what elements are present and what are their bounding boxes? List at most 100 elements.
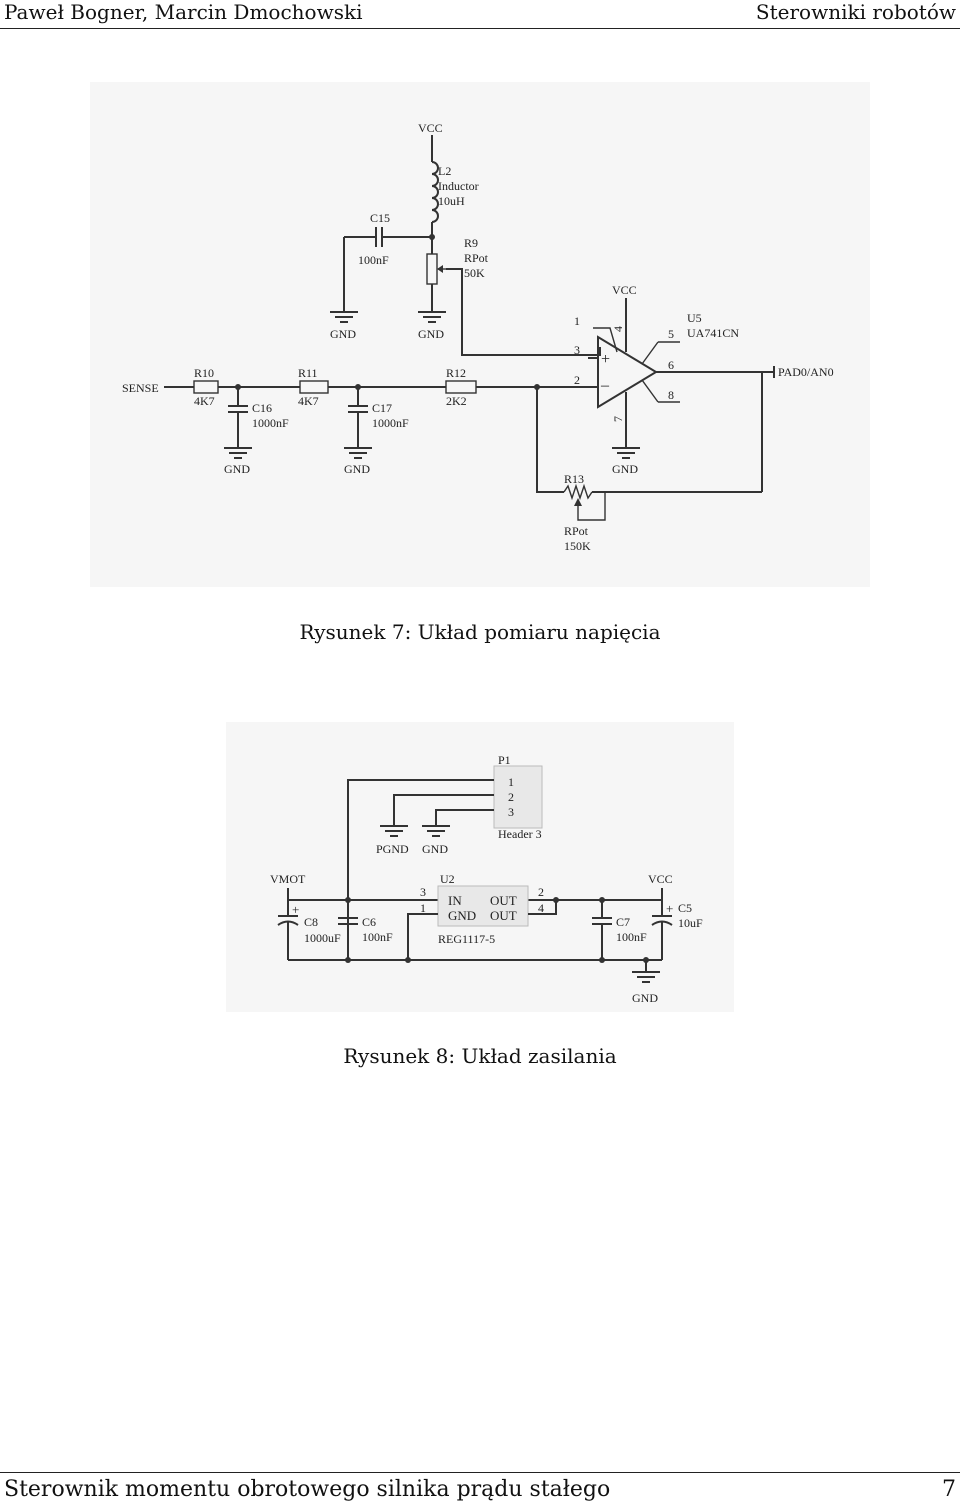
u2-gnd: GND — [448, 908, 476, 923]
u2-pin2: 2 — [538, 885, 544, 899]
pin2-label: 2 — [574, 373, 580, 387]
footer-title: Sterownik momentu obrotowego silnika prą… — [4, 1477, 611, 1502]
wire — [393, 794, 494, 826]
page-footer: Sterownik momentu obrotowego silnika prą… — [0, 1472, 960, 1511]
gnd-c15-label: GND — [330, 327, 356, 341]
gnd-r9-label: GND — [418, 327, 444, 341]
gnd-c17-label: GND — [344, 462, 370, 476]
c15-value: 100nF — [358, 253, 389, 267]
pin5-wire — [641, 341, 659, 365]
p1-label: P1 — [498, 753, 511, 767]
gnd-bottom-label: GND — [632, 991, 658, 1005]
c6-value: 100nF — [362, 930, 393, 944]
c16-label: C16 — [252, 401, 272, 415]
u2-out1: OUT — [490, 893, 517, 908]
u5-label: U5 — [687, 311, 702, 325]
r13-wiper-arrow — [574, 498, 582, 506]
r13-rpot-symbol — [563, 483, 593, 501]
header-authors: Paweł Bogner, Marcin Dmochowski — [4, 0, 363, 24]
u2-label: U2 — [440, 872, 455, 886]
p1-pin1: 1 — [508, 775, 514, 789]
p1-header-symbol — [493, 765, 543, 829]
pad-label: PAD0/AN0 — [778, 365, 834, 379]
gnd-p1-label: GND — [422, 842, 448, 856]
vcc-label: VCC — [648, 872, 673, 886]
figure-8-schematic: P1 1 2 3 Header 3 PGND GND VMOT + C8 100… — [226, 722, 734, 1012]
opamp-u5-symbol — [597, 335, 658, 409]
r11-symbol — [299, 380, 329, 394]
junction — [553, 897, 559, 903]
pin5-label: 5 — [668, 327, 674, 341]
c6-label: C6 — [362, 915, 376, 929]
c7-label: C7 — [616, 915, 630, 929]
page-number: 7 — [942, 1477, 956, 1502]
r10-value: 4K7 — [194, 394, 215, 408]
u2-part: REG1117-5 — [438, 932, 495, 946]
u2-pin1: 1 — [420, 901, 426, 915]
vcc-top-label: VCC — [418, 121, 443, 135]
figure-8-svg: P1 1 2 3 Header 3 PGND GND VMOT + C8 100… — [270, 753, 703, 1005]
header-label: Header 3 — [498, 827, 542, 841]
pin1-label: 1 — [574, 314, 580, 328]
pgnd-label: PGND — [376, 842, 409, 856]
pin8-label: 8 — [668, 388, 674, 402]
c16-value: 1000nF — [252, 416, 289, 430]
pin3-label: 3 — [574, 343, 580, 357]
gnd-u5-label: GND — [612, 462, 638, 476]
l2-type: Inductor — [438, 179, 479, 193]
pin6-label: 6 — [668, 358, 674, 372]
opamp-plus: + — [601, 351, 610, 368]
figure-7-schematic: VCC L2 Inductor 10uH C15 100nF GND R9 RP… — [90, 82, 870, 587]
r11-value: 4K7 — [298, 394, 319, 408]
figure-8-caption: Rysunek 8: Układ zasilania — [343, 1044, 617, 1068]
pin4-label: 4 — [611, 326, 625, 332]
r10-symbol — [193, 380, 219, 394]
r13-value: 150K — [564, 539, 591, 553]
r12-symbol — [445, 380, 477, 394]
c5-value: 10uF — [678, 916, 703, 930]
r13-wiper-wire — [577, 492, 606, 521]
r9-rpot-symbol — [426, 253, 438, 285]
gnd-c16-label: GND — [224, 462, 250, 476]
c8-label: C8 — [304, 915, 318, 929]
r9-wiper-arrow — [437, 265, 443, 273]
r9-value: 50K — [464, 266, 485, 280]
u2-pin4: 4 — [538, 901, 544, 915]
u2-pin3: 3 — [420, 885, 426, 899]
r9-type: RPot — [464, 251, 489, 265]
vcc-u5-label: VCC — [612, 283, 637, 297]
u2-out2: OUT — [490, 908, 517, 923]
wire — [528, 900, 557, 915]
p1-pin2: 2 — [508, 790, 514, 804]
c17-value: 1000nF — [372, 416, 409, 430]
wire — [446, 268, 601, 356]
c8-plate-curved — [277, 920, 299, 926]
u2-in: IN — [448, 893, 462, 908]
header-topic: Sterowniki robotów — [755, 0, 956, 24]
sense-label: SENSE — [122, 381, 159, 395]
wire — [288, 959, 647, 972]
r13-label: R13 — [564, 472, 584, 486]
c7-value: 100nF — [616, 930, 647, 944]
opamp-minus: – — [600, 377, 610, 394]
vmot-label: VMOT — [270, 872, 306, 886]
r12-label: R12 — [446, 366, 466, 380]
figure-7-svg: VCC L2 Inductor 10uH C15 100nF GND R9 RP… — [122, 121, 834, 553]
wire — [435, 809, 494, 826]
pin8-wire — [641, 379, 659, 403]
l2-label: L2 — [438, 164, 451, 178]
r12-value: 2K2 — [446, 394, 467, 408]
r10-label: R10 — [194, 366, 214, 380]
c5-plate-curved — [651, 920, 673, 926]
wire — [536, 387, 564, 493]
c5-label: C5 — [678, 901, 692, 915]
r13-type: RPot — [564, 524, 589, 538]
u2-regulator-symbol — [437, 885, 529, 927]
page-header: Paweł Bogner, Marcin Dmochowski Sterowni… — [0, 0, 960, 29]
l2-value: 10uH — [438, 194, 465, 208]
pin1-wire — [593, 327, 618, 353]
c8-value: 1000uF — [304, 931, 341, 945]
c5-plus: + — [666, 901, 673, 916]
c8-plus: + — [292, 902, 299, 917]
inductor-l2-symbol — [431, 161, 439, 223]
